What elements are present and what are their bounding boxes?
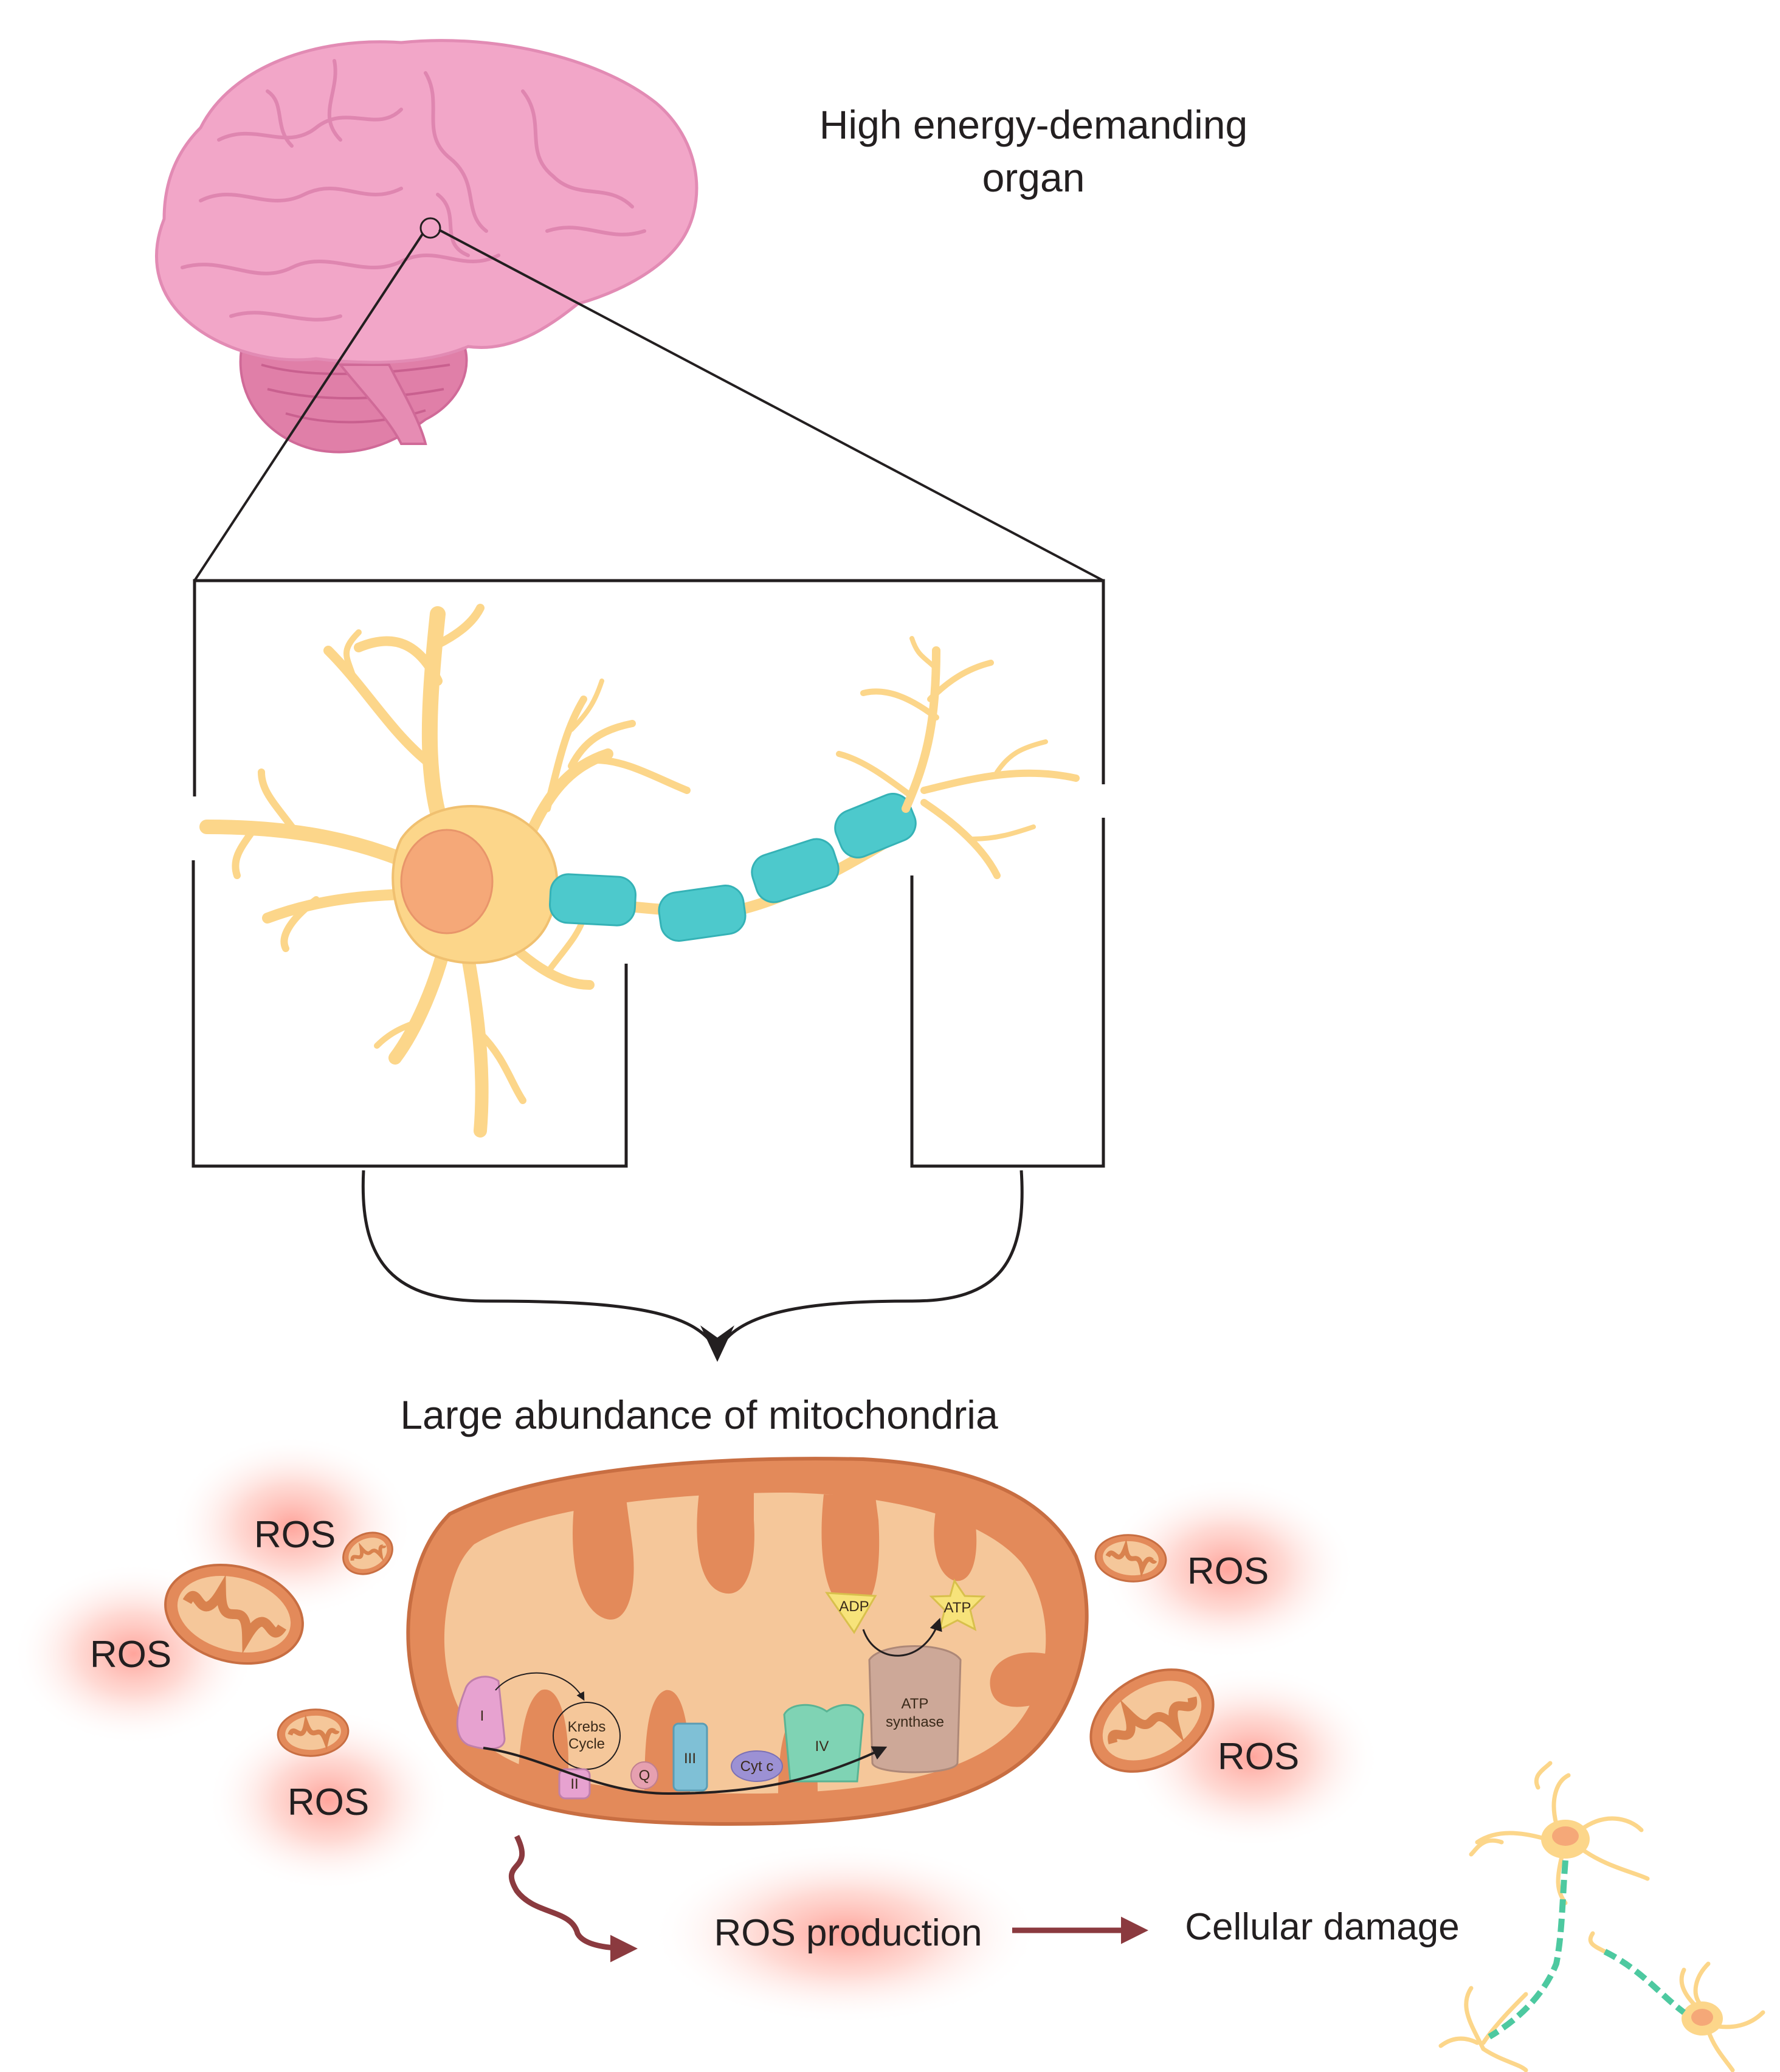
mito-label: Large abundance of mitochondria: [400, 1392, 998, 1437]
organ-title-line1: High energy-demanding: [819, 102, 1247, 147]
krebs-cycle: Krebs Cycle: [553, 1702, 621, 1770]
ros-production-label: ROS production: [714, 1912, 982, 1954]
adp-atp-arrow: [862, 1618, 942, 1657]
organ-title-line2: organ: [982, 155, 1085, 200]
wavy-arrow: [508, 1834, 638, 1963]
zoom-line-right: [438, 229, 1104, 582]
svg-text:Krebs: Krebs: [568, 1719, 606, 1735]
atp-star: ATP: [929, 1578, 986, 1631]
small-mitochondria: [164, 1532, 1215, 1773]
ros-label-4: ROS: [1187, 1550, 1269, 1592]
complex-iv: IV: [783, 1704, 864, 1783]
ubiquinone: Q: [630, 1761, 658, 1789]
zoom-line-left: [193, 233, 424, 582]
svg-text:II: II: [570, 1776, 578, 1792]
large-mitochondrion: I Krebs Cycle II Q III Cyt c IV: [406, 1457, 1089, 1826]
ros-label-1: ROS: [254, 1514, 336, 1556]
svg-text:ATP: ATP: [944, 1600, 971, 1616]
brace-arrow-head: [700, 1325, 734, 1362]
zoom-spot: [419, 217, 441, 239]
myelin-sheaths: [549, 793, 917, 942]
svg-text:I: I: [480, 1708, 485, 1724]
svg-text:IV: IV: [815, 1738, 829, 1755]
brace-arrow: [361, 1170, 1024, 1357]
cytochrome-c: Cyt c: [731, 1750, 783, 1782]
svg-text:III: III: [684, 1750, 696, 1767]
ros-label-5: ROS: [1218, 1736, 1299, 1778]
electron-flow-arrow: [483, 1746, 888, 1795]
ros-label-2: ROS: [90, 1634, 171, 1676]
atp-synthase: ATP synthase: [868, 1645, 962, 1773]
brain-illustration: [155, 39, 699, 454]
neuron-nucleus: [400, 829, 494, 934]
svg-text:ADP: ADP: [839, 1598, 869, 1615]
cerebrum: [155, 39, 699, 364]
svg-text:ATP: ATP: [902, 1696, 929, 1712]
neuron-illustration: [199, 604, 1080, 1138]
svg-text:synthase: synthase: [886, 1714, 944, 1730]
neuron-frame: [191, 579, 1105, 1168]
svg-text:Q: Q: [639, 1767, 650, 1784]
damaged-neurons: [1438, 1761, 1765, 2072]
brain-stem: [337, 364, 427, 445]
ros-label-3: ROS: [288, 1781, 369, 1823]
cellular-damage-label: Cellular damage: [1185, 1906, 1459, 1948]
adp-star: ADP: [825, 1592, 877, 1634]
svg-text:Cycle: Cycle: [568, 1736, 605, 1752]
complex-iii: III: [672, 1722, 708, 1792]
svg-text:Cyt c: Cyt c: [740, 1758, 774, 1775]
